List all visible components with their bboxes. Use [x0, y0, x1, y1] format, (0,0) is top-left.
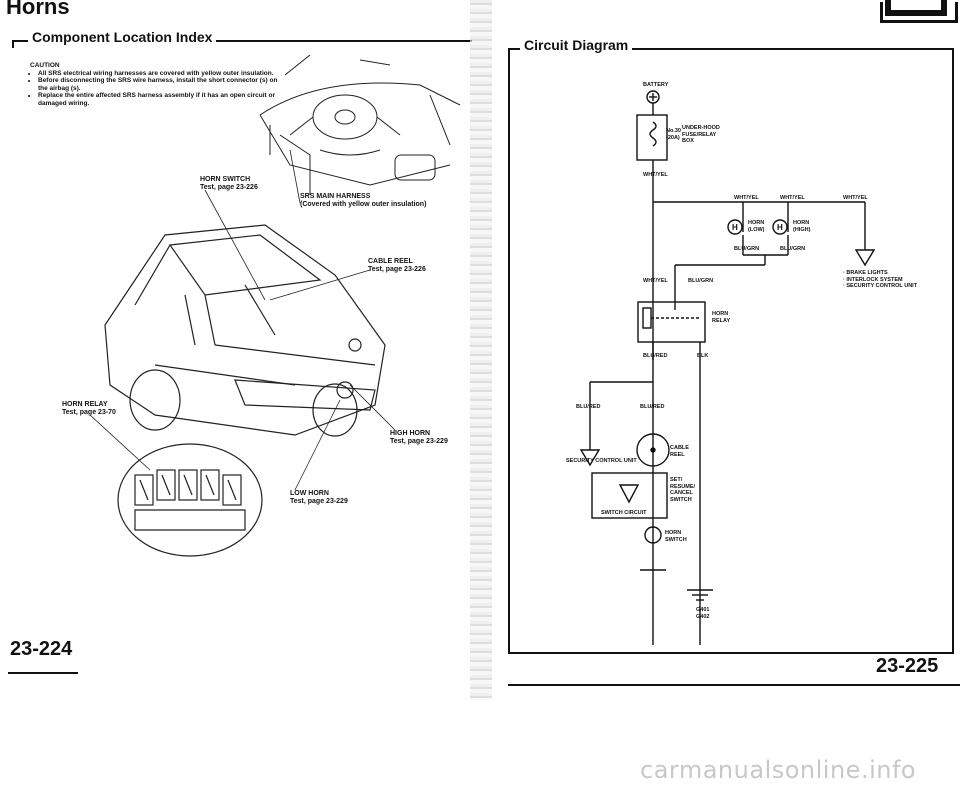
label-ground-g401-g402: G401 G402 — [696, 607, 710, 620]
label-security-control-unit: SECURITY CONTROL UNIT — [566, 458, 637, 464]
label-wire-blk: BLK — [697, 353, 709, 359]
label-wire-blu-red: BLU/RED — [576, 404, 601, 410]
label-wire-blu-grn: BLU/GRN — [734, 246, 760, 252]
diagram-frame-right — [952, 48, 954, 654]
label-wire-blu-red: BLU/RED — [640, 404, 665, 410]
label-wire-blu-grn: BLU/GRN — [688, 278, 714, 284]
dashboard-illustration — [259, 55, 461, 195]
svg-text:H: H — [777, 223, 783, 232]
section-rule-left — [12, 40, 472, 42]
caution-item: All SRS electrical wiring harnesses are … — [38, 70, 285, 78]
callout-low-horn: LOW HORN Test, page 23-229 — [290, 490, 348, 505]
svg-text:H: H — [732, 223, 738, 232]
label-horn-low: HORN (LOW) — [748, 220, 765, 233]
car-illustration — [104, 224, 386, 437]
label-fuse: No.30 (20A) — [666, 128, 681, 141]
label-wire-blu-red: BLU/RED — [643, 353, 668, 359]
callout-srs-main-harness: SRS MAIN HARNESS (Covered with yellow ou… — [300, 193, 427, 208]
leader-lines — [89, 149, 396, 491]
label-horn-relay: HORN RELAY — [712, 311, 731, 324]
section-title-component-index: Component Location Index — [28, 29, 217, 45]
label-brake-lights-interlock: · BRAKE LIGHTS · INTERLOCK SYSTEM · SECU… — [843, 270, 918, 289]
caution-heading: CAUTION — [30, 62, 60, 69]
label-battery: BATTERY — [643, 82, 669, 88]
callout-horn-switch: HORN SWITCH Test, page 23-226 — [200, 176, 258, 191]
caution-block: CAUTION All SRS electrical wiring harnes… — [30, 62, 285, 108]
label-wire-wht-yel: WHT/YEL — [780, 195, 805, 201]
label-wire-wht-yel: WHT/YEL — [643, 278, 668, 284]
section-corner — [12, 40, 14, 48]
label-wire-wht-yel: WHT/YEL — [643, 172, 668, 178]
caution-item: Before disconnecting the SRS wire harnes… — [38, 77, 285, 92]
label-wire-wht-yel: WHT/YEL — [734, 195, 759, 201]
label-horn-high: HORN (HIGH) — [793, 220, 811, 233]
watermark-text: carmanualsonline.info — [640, 756, 917, 784]
horn-relay-detail — [117, 443, 263, 557]
diagram-frame-left — [508, 48, 510, 654]
callout-horn-relay: HORN RELAY Test, page 23-70 — [62, 401, 116, 416]
callout-cable-reel: CABLE REEL Test, page 23-226 — [368, 258, 426, 273]
label-set-resume-cancel-switch: SET/ RESUME/ CANCEL SWITCH — [670, 477, 696, 503]
callout-high-horn: HIGH HORN Test, page 23-229 — [390, 430, 448, 445]
label-switch-circuit: SWITCH CIRCUIT — [601, 510, 647, 516]
diagram-frame-bottom — [508, 652, 954, 654]
section-title-circuit-diagram: Circuit Diagram — [520, 37, 633, 53]
caution-item: Replace the entire affected SRS harness … — [38, 92, 285, 107]
label-wire-wht-yel: WHT/YEL — [843, 195, 868, 201]
page-header: Horns — [6, 0, 70, 19]
page-number-rule-left — [8, 672, 78, 674]
label-cable-reel: CABLE REEL — [670, 445, 689, 458]
page-binding — [470, 0, 492, 700]
label-horn-switch: HORN SWITCH — [665, 530, 687, 543]
circuit-diagram: H H — [579, 90, 876, 645]
caution-list: All SRS electrical wiring harnesses are … — [30, 70, 285, 108]
section-rule-right — [508, 48, 954, 50]
page-number-rule-right — [508, 684, 960, 686]
page-number-right: 23-225 — [876, 655, 939, 677]
label-wire-blu-grn: BLU/GRN — [780, 246, 806, 252]
label-fuse-box: UNDER-HOOD FUSE/RELAY BOX — [682, 125, 720, 144]
page-number-left: 23-224 — [10, 638, 73, 660]
